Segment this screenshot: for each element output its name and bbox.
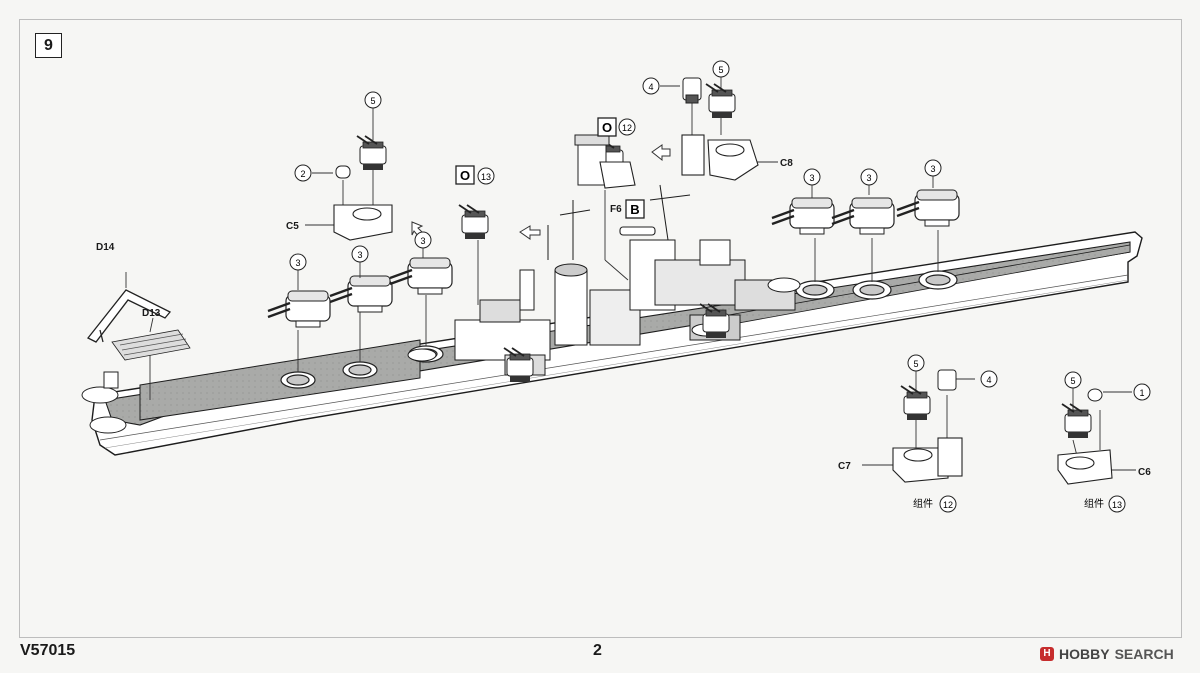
svg-text:3: 3: [295, 258, 300, 268]
brand-watermark: H HOBBY SEARCH: [1040, 646, 1174, 662]
callout-4-a: 4: [642, 77, 660, 95]
turret-3-a: [266, 289, 332, 329]
label-d13: D13: [142, 308, 161, 319]
callout-circles: 3 3 3 3 3 3 5 2 4 5 5 4 5 1: [289, 60, 1151, 401]
callout-5-b: 5: [712, 60, 730, 78]
crane-d14: [86, 289, 172, 343]
brand-name: HOBBY: [1059, 646, 1110, 662]
mount-5-c: [900, 385, 931, 421]
asm12-number: 12: [943, 500, 953, 510]
product-code: V57015: [20, 642, 76, 659]
svg-text:5: 5: [1070, 376, 1075, 386]
o-badge-13: O 13: [455, 165, 495, 185]
asm13-number: 13: [1112, 500, 1122, 510]
label-d14: D14: [96, 242, 115, 253]
turret-3-b: [328, 274, 394, 314]
mount-5-d: [1061, 403, 1092, 439]
turret-3-f: [895, 188, 961, 228]
svg-text:3: 3: [357, 250, 362, 260]
svg-text:3: 3: [420, 236, 425, 246]
svg-text:3: 3: [866, 173, 871, 183]
asm13-label: 组件: [1084, 497, 1104, 510]
callout-5-d: 5: [1064, 371, 1082, 389]
step-number-box: 9: [35, 33, 62, 58]
brand-logo-icon: H: [1040, 647, 1054, 661]
callout-3-c: 3: [414, 231, 432, 249]
callout-5-a: 5: [364, 91, 382, 109]
stern-detail: [81, 371, 127, 434]
svg-text:13: 13: [481, 172, 491, 182]
svg-text:5: 5: [718, 65, 723, 75]
superstructure: [407, 184, 801, 376]
mount-5-b: [705, 83, 736, 119]
callout-4-b: 4: [980, 370, 998, 388]
barbette-rings: [280, 270, 958, 389]
label-f6: F6: [610, 204, 622, 215]
svg-text:2: 2: [300, 169, 305, 179]
svg-text:4: 4: [648, 82, 653, 92]
callout-3-f: 3: [924, 159, 942, 177]
label-c8: C8: [780, 158, 793, 169]
callout-3-d: 3: [803, 168, 821, 186]
callout-1: 1: [1133, 383, 1151, 401]
turret-3-d: [770, 196, 836, 236]
svg-text:B: B: [630, 202, 639, 217]
svg-text:O: O: [460, 168, 470, 183]
svg-text:3: 3: [930, 164, 935, 174]
svg-text:1: 1: [1139, 388, 1144, 398]
leader-lines: [125, 77, 1136, 471]
page-number: 2: [593, 642, 602, 659]
subassembly-bases: [333, 134, 1113, 485]
subassembly-captions: 组件 12 组件 13: [913, 495, 1126, 513]
callout-3-a: 3: [289, 253, 307, 271]
svg-text:O: O: [602, 120, 612, 135]
label-c7: C7: [838, 461, 851, 472]
part-labels: D14 D13 C5 C8 F6 C7 C6: [96, 158, 1151, 478]
callout-2: 2: [294, 164, 312, 182]
svg-text:12: 12: [622, 123, 632, 133]
callout-3-e: 3: [860, 168, 878, 186]
asm12-label: 组件: [913, 497, 933, 510]
svg-text:5: 5: [370, 96, 375, 106]
grating-d13: [111, 329, 191, 361]
turret-3-e: [830, 196, 896, 236]
brand-suffix: SEARCH: [1114, 646, 1174, 662]
direction-arrows: [411, 144, 671, 240]
callout-5-c: 5: [907, 354, 925, 372]
b-badge: B: [625, 199, 645, 219]
o-badge-12: O 12: [597, 117, 636, 137]
svg-text:5: 5: [913, 359, 918, 369]
callout-3-b: 3: [351, 245, 369, 263]
mount-5-a: [356, 135, 387, 171]
mount-5-e: [458, 204, 489, 240]
svg-text:3: 3: [809, 173, 814, 183]
label-c5: C5: [286, 221, 299, 232]
label-c6: C6: [1138, 467, 1151, 478]
svg-text:4: 4: [986, 375, 991, 385]
turret-3-c: [388, 256, 454, 296]
